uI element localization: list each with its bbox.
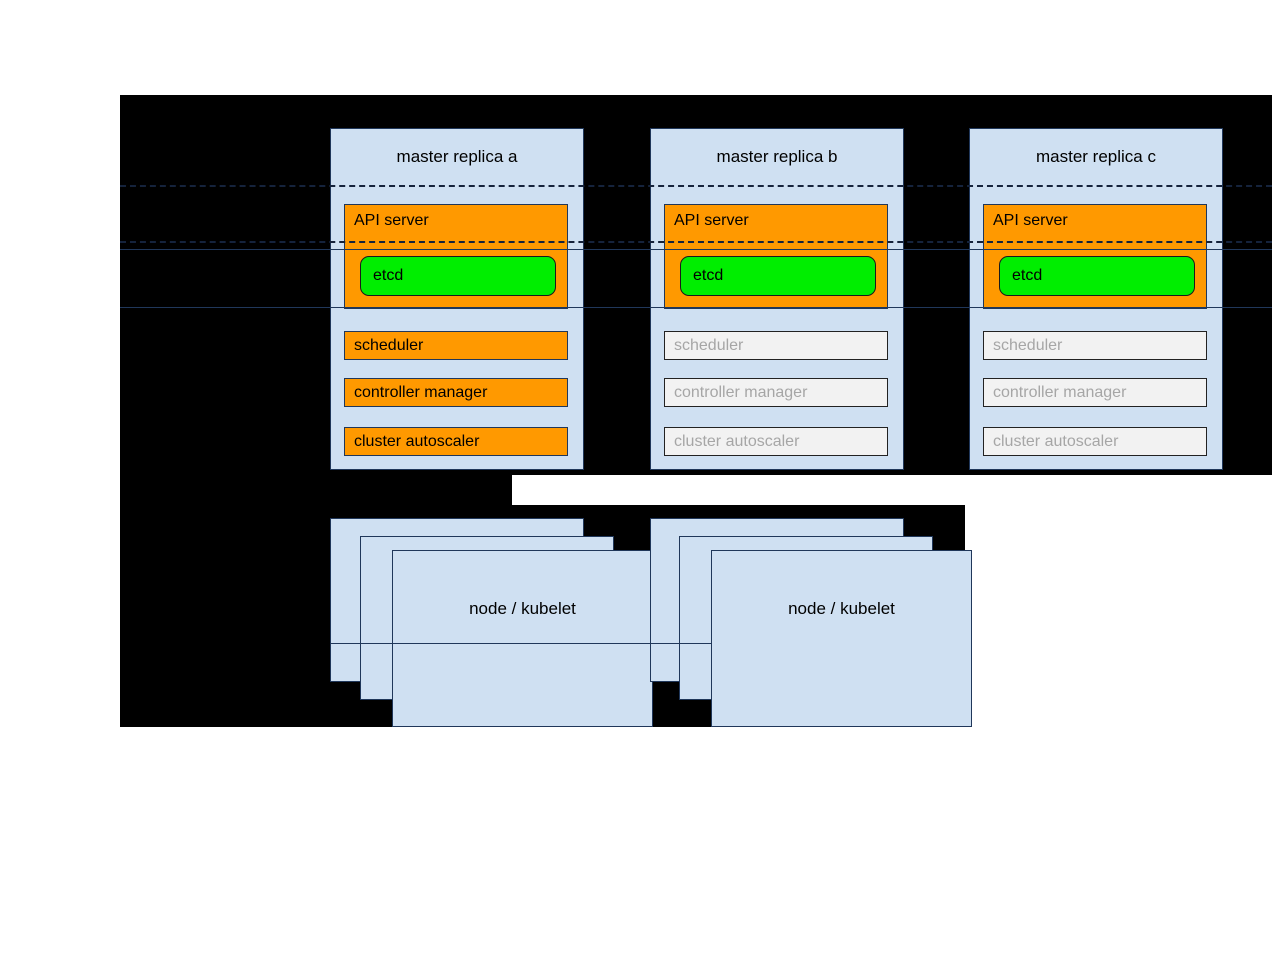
master-replica-b-title: master replica b	[716, 147, 838, 166]
etcd-c[interactable]: etcd	[999, 256, 1195, 296]
etcd-b[interactable]: etcd	[680, 256, 876, 296]
divider-solid-lower	[120, 307, 1272, 308]
api-server-label-b: API server	[674, 212, 749, 229]
node-group-1-layer-front[interactable]: node / kubelet	[392, 550, 653, 727]
divider-dashed-upper	[120, 185, 1272, 187]
component-cluster-autoscaler-a[interactable]: cluster autoscaler	[344, 427, 568, 456]
component-scheduler-a[interactable]: scheduler	[344, 331, 568, 360]
api-server-label-a: API server	[354, 212, 429, 229]
component-controller-manager-b[interactable]: controller manager	[664, 378, 888, 407]
component-scheduler-c[interactable]: scheduler	[983, 331, 1207, 360]
component-cluster-autoscaler-c[interactable]: cluster autoscaler	[983, 427, 1207, 456]
etcd-a[interactable]: etcd	[360, 256, 556, 296]
component-controller-manager-c[interactable]: controller manager	[983, 378, 1207, 407]
api-server-label-c: API server	[993, 212, 1068, 229]
backdrop-left-step	[120, 475, 512, 505]
master-replica-a-title: master replica a	[396, 147, 518, 166]
master-replica-c-title: master replica c	[1036, 147, 1156, 166]
node-group-1-label: node / kubelet	[469, 599, 576, 618]
divider-solid-upper	[120, 249, 1272, 250]
component-cluster-autoscaler-b[interactable]: cluster autoscaler	[664, 427, 888, 456]
node-group-2-layer-front[interactable]: node / kubelet	[711, 550, 972, 727]
divider-node-plane	[330, 643, 711, 644]
component-controller-manager-a[interactable]: controller manager	[344, 378, 568, 407]
node-group-2-label: node / kubelet	[788, 599, 895, 618]
component-scheduler-b[interactable]: scheduler	[664, 331, 888, 360]
divider-dashed-lower	[120, 241, 1272, 243]
